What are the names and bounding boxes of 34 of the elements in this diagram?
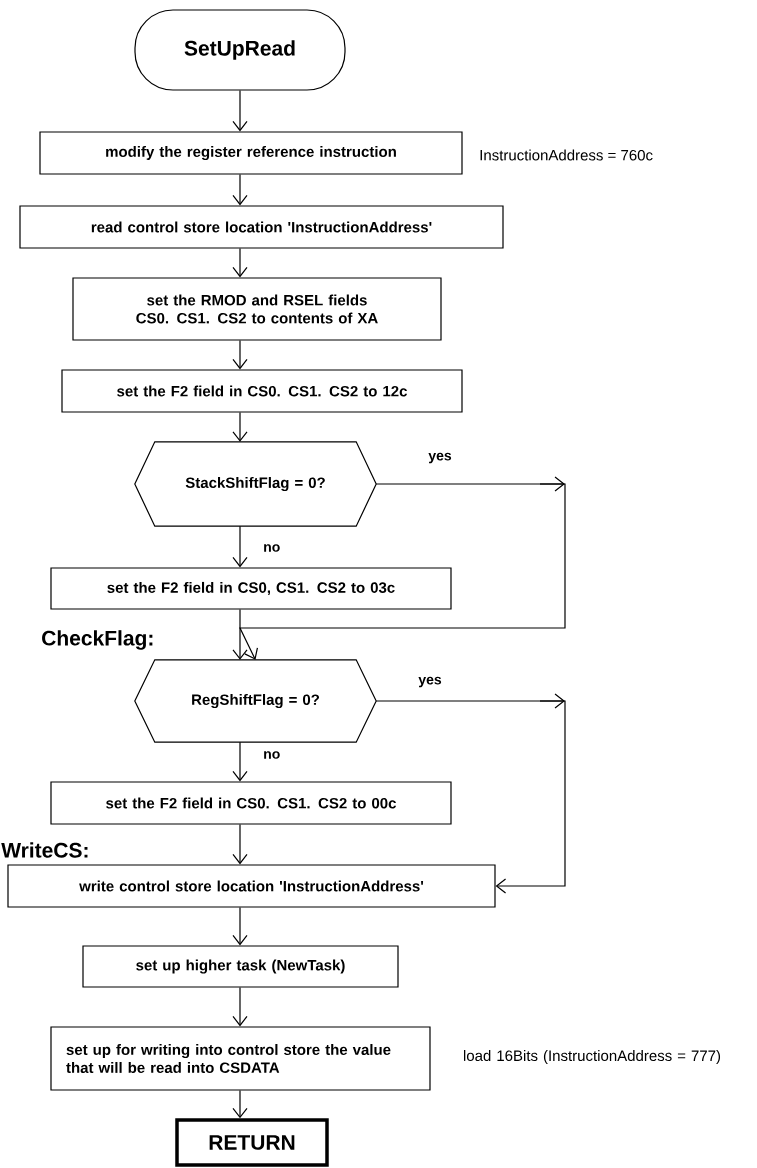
step-label: WriteCS: (1, 842, 88, 858)
annotation-text: load 16Bits (InstructionAddress = 777) (464, 1050, 721, 1064)
arrow (232, 1090, 248, 1119)
arrow (232, 248, 248, 278)
process-box: set the RMOD and RSEL fields CS0. CS1. CS2 to contents of XA (72, 277, 442, 341)
arrow (232, 824, 248, 865)
end-box: RETURN (175, 1118, 329, 1167)
annotation-text: InstructionAddress = 760c (480, 149, 653, 161)
process-box: read control store location 'InstructionAddress' (19, 205, 504, 249)
decision-hexagon: StackShiftFlag = 0? (134, 441, 377, 527)
process-box: modify the register reference instruction (39, 131, 463, 175)
arrow (239, 476, 566, 660)
arrow (232, 340, 248, 370)
process-box: set the F2 field in CS0. CS1. CS2 to 12c (61, 369, 463, 413)
edge-label: yes (417, 675, 443, 689)
process-box: set the F2 field in CS0, CS1. CS2 to 03c (50, 567, 452, 610)
edge-label: no (262, 543, 282, 553)
arrow (232, 525, 248, 568)
arrow (232, 741, 248, 782)
decision-hexagon: RegShiftFlag = 0? (134, 659, 377, 743)
edge-label: no (262, 750, 282, 760)
edge-label: yes (427, 451, 453, 465)
arrow (232, 90, 248, 132)
arrow (232, 987, 248, 1027)
arrow (232, 907, 248, 946)
process-box: set up higher task (NewTask) (82, 945, 399, 988)
process-box: set up for writing into control store the value that will be read into CSDATA (50, 1026, 431, 1091)
arrow (232, 174, 248, 206)
arrow (375, 693, 566, 894)
step-label: CheckFlag: (42, 630, 153, 650)
process-box: set the F2 field in CS0. CS1. CS2 to 00c (50, 781, 452, 825)
process-box: write control store location 'InstructionAddress' (7, 864, 496, 908)
arrow (232, 412, 248, 442)
arrow (232, 609, 248, 660)
